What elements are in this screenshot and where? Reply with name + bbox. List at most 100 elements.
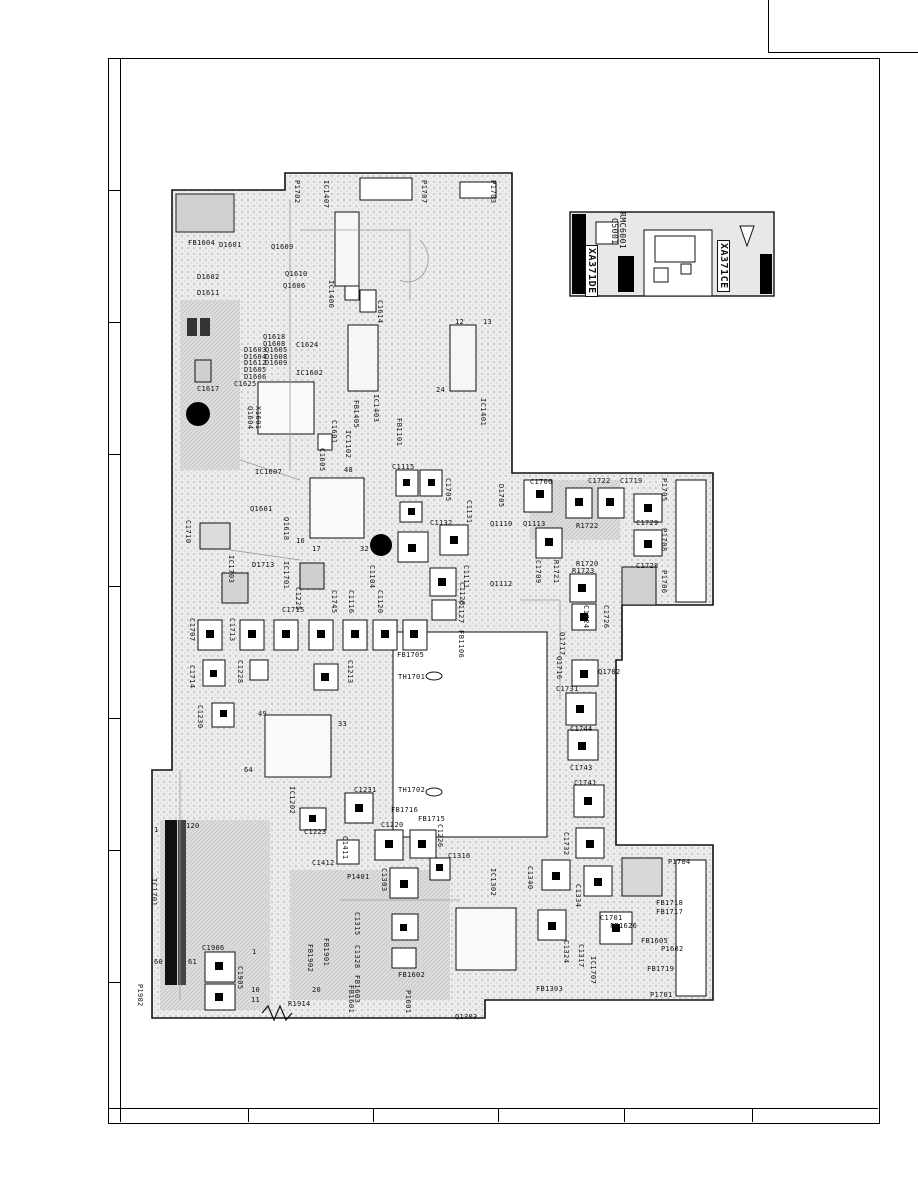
label-p1902: P1902 (136, 984, 144, 1007)
label-p1704: P1704 (668, 858, 691, 866)
pad (187, 318, 197, 336)
row-tick (108, 190, 120, 191)
pin-number: 13 (483, 318, 493, 326)
label-c1213: C1213 (346, 660, 354, 684)
label-c1726: C1726 (602, 605, 610, 629)
label-c1625: C1625 (234, 380, 257, 388)
label-ic1202: IC1202 (288, 786, 296, 815)
label-q1618b: Q1618 (282, 517, 290, 541)
label-fb1717: FB1717 (656, 908, 684, 916)
label-p1705: P1705 (660, 478, 668, 502)
label-r1723: R1723 (572, 567, 595, 575)
label-fb1716: FB1716 (391, 806, 419, 814)
label-d1713: D1713 (252, 561, 275, 569)
label-c1120: C1120 (376, 590, 384, 614)
label-c1128: C1128 (458, 582, 466, 606)
label-ic1707: IC1707 (589, 956, 597, 985)
label-fb1604: FB1604 (188, 239, 216, 247)
label-q1110: Q1110 (490, 520, 513, 528)
label-c1617: C1617 (197, 385, 220, 393)
connector (675, 859, 707, 997)
ic-body (309, 477, 365, 539)
capacitor-pad (403, 479, 652, 932)
label-c1743: C1743 (570, 764, 593, 772)
flex-connector (178, 820, 186, 985)
ic-body (347, 324, 379, 392)
label-d1608: D1608 (265, 353, 288, 361)
label-ic1302: IC1302 (489, 868, 497, 897)
page-corner-box (768, 0, 918, 53)
row-tick (108, 454, 120, 455)
label-p1602: P1602 (661, 945, 684, 953)
label-c1715: C1715 (282, 606, 305, 614)
label-fb1601: FB1601 (347, 985, 355, 1014)
label-fb1602: FB1602 (398, 971, 426, 979)
label-c1719: C1719 (620, 477, 643, 485)
pad (200, 318, 210, 336)
label-d1609: D1609 (265, 359, 288, 367)
label-c1334: C1334 (574, 884, 582, 908)
pad (175, 193, 235, 233)
pin-number: 16 (296, 537, 306, 545)
connector (675, 479, 707, 603)
label-c1605: C1605 (318, 448, 326, 472)
label-c1225: C1225 (294, 587, 302, 611)
label-q1717: Q1717 (558, 632, 566, 656)
label-q1608: Q1608 (263, 340, 286, 348)
sheet-frame (108, 58, 880, 1124)
ic-body (344, 285, 360, 301)
label-p1601: P1601 (404, 990, 412, 1014)
label-c1624: C1624 (296, 341, 319, 349)
label-p1706: P1706 (660, 570, 668, 594)
label-fb1626: FB1626 (610, 922, 638, 930)
trace (179, 200, 561, 1000)
label-fb1719: FB1719 (647, 965, 675, 973)
pin-number: 60 (154, 958, 164, 966)
pin-number: 33 (338, 720, 348, 728)
label-c1303: C1303 (380, 868, 388, 892)
label-fb1902: FB1902 (306, 944, 314, 973)
ic-body (221, 572, 249, 604)
label-c1115: C1115 (392, 463, 415, 471)
label-ic1403: IC1403 (372, 394, 380, 423)
sub-board-right-part-label: XA371CE (717, 240, 730, 292)
label-ic1602: IC1602 (296, 369, 324, 377)
label-th1701: TH1701 (398, 673, 426, 681)
ic-body (334, 211, 360, 287)
label-c1104: C1104 (368, 565, 376, 589)
mount-hole (186, 402, 210, 426)
connector (459, 181, 497, 199)
label-c1905: C1905 (236, 966, 244, 990)
label-fb1605: FB1605 (641, 937, 669, 945)
label-c1710: C1710 (184, 520, 192, 544)
label-c1223: C1223 (304, 828, 327, 836)
label-r1721: R1721 (552, 560, 560, 584)
label-c1705: C1705 (444, 478, 452, 502)
row-tick (108, 586, 120, 587)
label-c1226: C1226 (436, 824, 444, 848)
label-q1610: Q1610 (285, 270, 308, 278)
row-tick (108, 322, 120, 323)
sub-board-left-part-label: XA371DE (585, 245, 598, 297)
label-fb1405: FB1405 (352, 400, 360, 429)
pin-number: 17 (312, 545, 322, 553)
label-q1113: Q1113 (523, 520, 546, 528)
pin-number: 49 (258, 710, 268, 718)
thermistor (425, 787, 443, 797)
sub-board-c5001-label: C5001 (610, 218, 619, 245)
label-d1602: D1602 (197, 273, 220, 281)
row-tick (108, 982, 120, 983)
pin-number: 24 (436, 386, 446, 394)
col-tick (248, 1108, 249, 1122)
label-p1702: P1702 (293, 180, 301, 204)
label-ic1703: IC1703 (227, 555, 235, 584)
label-q1609: Q1609 (271, 243, 294, 251)
label-th1702: TH1702 (398, 786, 426, 794)
label-c1906: C1906 (202, 944, 225, 952)
label-c1317: C1317 (577, 944, 585, 968)
capacitor-row (204, 792, 451, 1011)
pin-number: 1 (154, 826, 159, 834)
label-c1228: C1228 (236, 660, 244, 684)
label-q1716: Q1716 (555, 656, 563, 680)
board-cutout (392, 631, 548, 838)
